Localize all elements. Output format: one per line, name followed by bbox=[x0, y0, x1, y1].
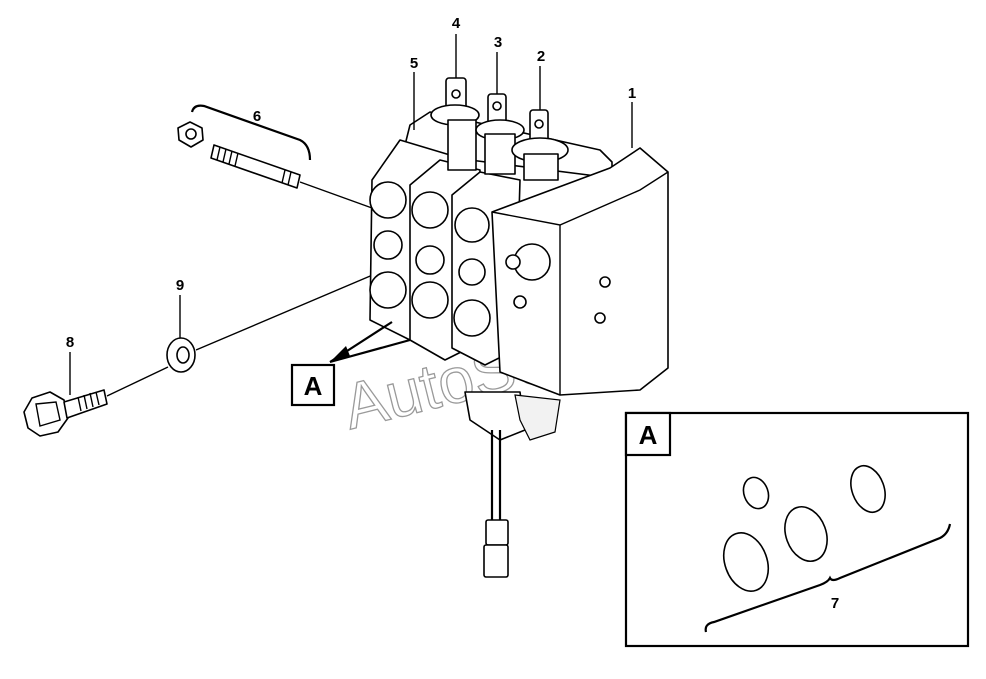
control-valve-block bbox=[369, 77, 669, 578]
callout-6: 6 bbox=[253, 108, 261, 125]
callout-numbers: 4 3 2 1 5 6 9 8 7 bbox=[66, 15, 839, 612]
callout-3: 3 bbox=[494, 34, 502, 51]
callout-1: 1 bbox=[628, 85, 636, 102]
flange-bolt bbox=[23, 366, 169, 437]
callout-4: 4 bbox=[452, 15, 461, 32]
bracket-6 bbox=[190, 104, 312, 161]
detail-box-a: A bbox=[624, 411, 970, 648]
callout-2: 2 bbox=[537, 48, 545, 65]
callout-8: 8 bbox=[66, 334, 74, 351]
o-ring-medium-right bbox=[850, 464, 886, 514]
detail-ref-label: A bbox=[304, 371, 323, 401]
o-ring-large bbox=[722, 532, 770, 592]
callout-5: 5 bbox=[410, 55, 418, 72]
detail-reference-a: A bbox=[290, 321, 411, 407]
detail-box-label: A bbox=[639, 420, 658, 450]
callout-7: 7 bbox=[831, 595, 839, 612]
leader-lines bbox=[69, 34, 633, 395]
stud-bolt-with-nut bbox=[177, 121, 373, 209]
callout-9: 9 bbox=[176, 277, 184, 294]
bracket-7 bbox=[704, 523, 952, 633]
o-ring-small bbox=[742, 476, 770, 510]
o-ring-medium-center bbox=[784, 506, 828, 562]
